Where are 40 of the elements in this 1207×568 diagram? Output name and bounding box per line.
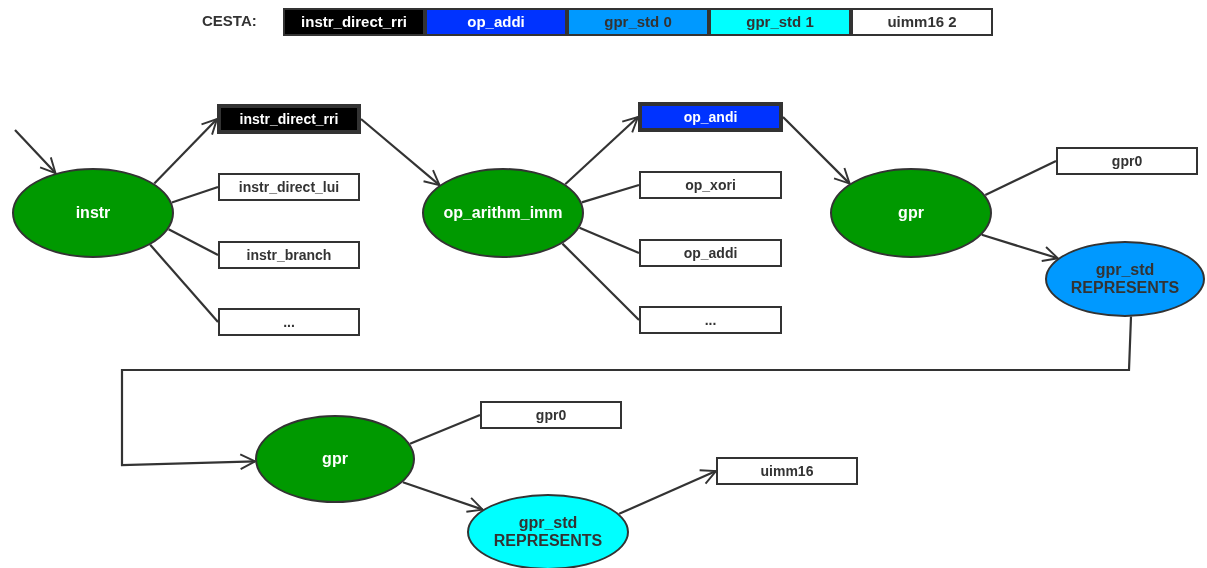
path-cell: instr_direct_rri [283, 8, 425, 36]
arrow [120, 316, 1133, 470]
state-ellipse: op_arithm_imm [422, 168, 584, 258]
option-box: op_xori [639, 171, 782, 199]
option-box: op_andi [638, 102, 783, 132]
state-ellipse: instr [12, 168, 174, 258]
arrow [360, 118, 441, 187]
path-cell: op_addi [425, 8, 567, 36]
connector-line [561, 242, 640, 321]
option-box: op_addi [639, 239, 782, 267]
arrow [981, 233, 1059, 262]
state-ellipse: gpr_std REPRESENTS [1045, 241, 1205, 317]
connector-line [579, 226, 640, 254]
option-box: instr_branch [218, 241, 360, 269]
arrow [153, 118, 218, 185]
connector-line [581, 183, 640, 204]
option-box: ... [218, 308, 360, 336]
option-box: ... [639, 306, 782, 334]
arrow [14, 129, 57, 175]
option-box: instr_direct_lui [218, 173, 360, 201]
path-cell: gpr_std 0 [567, 8, 709, 36]
arrow [402, 481, 484, 513]
connector-line [171, 185, 219, 204]
connector-line [984, 160, 1057, 197]
option-box: gpr0 [480, 401, 622, 429]
state-ellipse: gpr_std REPRESENTS [467, 494, 629, 568]
path-cell: uimm16 2 [851, 8, 993, 36]
path-label: CESTA: [202, 12, 257, 29]
arrow [564, 116, 639, 185]
connector-line [409, 414, 481, 445]
state-ellipse: gpr [830, 168, 992, 258]
arrow [782, 116, 851, 185]
connector-line [149, 244, 219, 323]
state-ellipse: gpr [255, 415, 415, 503]
option-box: instr_direct_rri [217, 104, 361, 134]
option-box: uimm16 [716, 457, 858, 485]
arrow [618, 469, 717, 515]
path-cell: gpr_std 1 [709, 8, 851, 36]
connector-line [168, 228, 219, 256]
option-box: gpr0 [1056, 147, 1198, 175]
